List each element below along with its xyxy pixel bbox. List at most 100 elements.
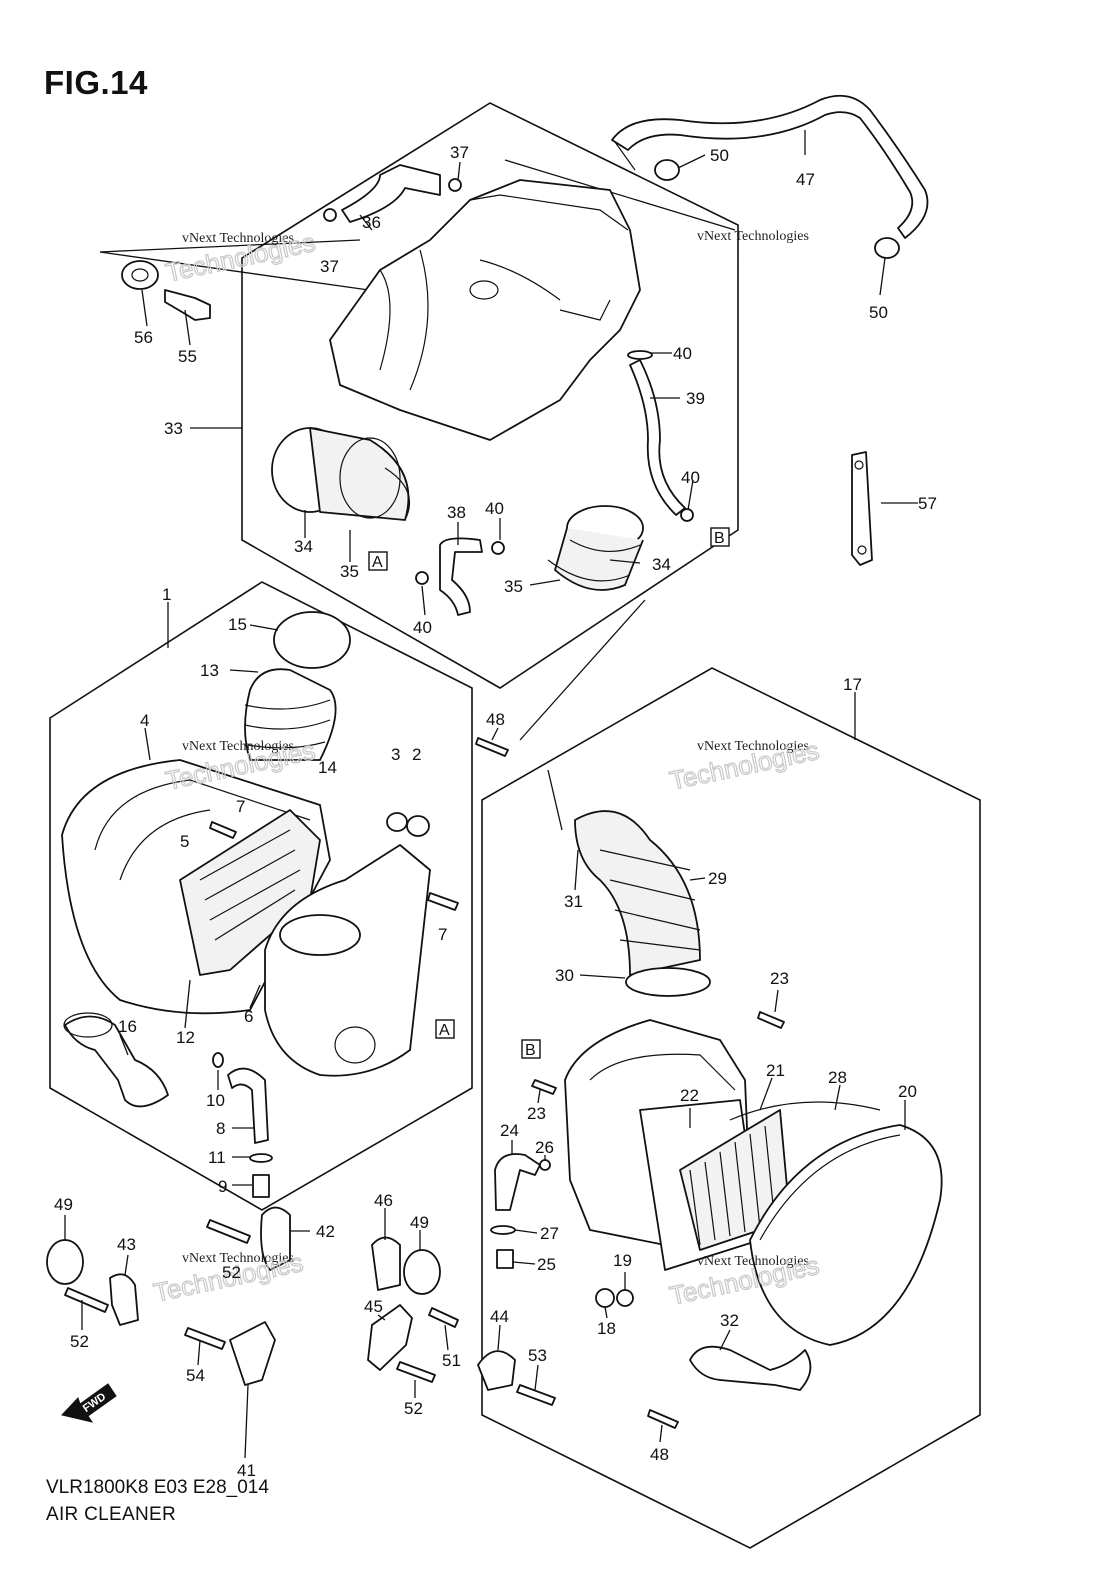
callout-3: 3: [391, 745, 400, 764]
callout-39: 39: [686, 389, 705, 408]
bracket-41: [229, 1321, 276, 1386]
svg-text:A: A: [372, 554, 383, 571]
bolt-48: [475, 737, 509, 757]
connector-line: [519, 599, 646, 741]
bolt-52: [64, 1287, 109, 1313]
clamp-50: [874, 237, 900, 259]
intake-boot-34-left: [271, 427, 411, 521]
callout-numbers: 1 2 3 4 5 6 7 7 8 9 10 11 12 13 14 15 16…: [54, 143, 937, 1480]
callout-19: 19: [613, 1251, 632, 1270]
callout-26: 26: [535, 1138, 554, 1157]
hose-39: [629, 359, 686, 516]
callout-55: 55: [178, 347, 197, 366]
air-cleaner-case: [264, 844, 431, 1077]
grommet-3: [386, 812, 408, 832]
air-box-housing: [329, 179, 641, 441]
connector-line: [547, 769, 563, 831]
callout-14: 14: [318, 758, 337, 777]
section-name: AIR CLEANER: [46, 1504, 177, 1525]
callout-28: 28: [828, 1068, 847, 1087]
seal-30: [625, 967, 711, 997]
callout-52: 52: [70, 1332, 89, 1351]
callout-32: 32: [720, 1311, 739, 1330]
callout-37: 37: [450, 143, 469, 162]
callout-6: 6: [244, 1007, 253, 1026]
clip-40: [415, 571, 429, 585]
grommet-19: [616, 1289, 634, 1307]
callout-35: 35: [340, 562, 359, 581]
callout-15: 15: [228, 615, 247, 634]
callout-54: 54: [186, 1366, 205, 1385]
callout-23: 23: [770, 969, 789, 988]
callout-38: 38: [447, 503, 466, 522]
svg-text:vNext Technologies: vNext Technologies: [182, 1251, 294, 1266]
svg-text:B: B: [525, 1042, 536, 1059]
clip-40: [627, 350, 653, 360]
bolt-52: [396, 1361, 436, 1383]
clip-10: [212, 1052, 224, 1068]
ref-letter-A: A: [368, 551, 388, 571]
callout-31: 31: [564, 892, 583, 911]
callout-40: 40: [681, 468, 700, 487]
callout-51: 51: [442, 1351, 461, 1370]
callout-40: 40: [485, 499, 504, 518]
connector-line: [504, 159, 736, 231]
cover-20: [749, 1124, 943, 1346]
callout-50: 50: [710, 146, 729, 165]
bracket-57: [851, 451, 873, 566]
forward-arrow-icon: FWD: [61, 1383, 117, 1423]
callout-22: 22: [680, 1086, 699, 1105]
intake-boot-34-right: [547, 505, 644, 591]
callout-13: 13: [200, 661, 219, 680]
svg-text:vNext Technologies: vNext Technologies: [697, 739, 809, 754]
hose-47: [611, 94, 929, 239]
clip-40: [680, 508, 694, 522]
callout-24: 24: [500, 1121, 519, 1140]
svg-text:B: B: [714, 530, 725, 547]
clamp-37: [448, 178, 462, 192]
callout-43: 43: [117, 1235, 136, 1254]
callout-17: 17: [843, 675, 862, 694]
screw-23: [531, 1079, 557, 1095]
callout-9: 9: [218, 1177, 227, 1196]
bolt-54: [184, 1327, 226, 1350]
fitting-55: [164, 289, 211, 321]
hose-8: [227, 1067, 269, 1144]
clamp-37: [323, 208, 337, 222]
callout-47: 47: [796, 170, 815, 189]
seal-28: [729, 1101, 881, 1121]
grommet-18: [595, 1288, 615, 1308]
callout-35: 35: [504, 577, 523, 596]
group-outline-air-box: [241, 102, 739, 689]
callout-4: 4: [140, 711, 149, 730]
duct-29: [574, 810, 701, 976]
callout-40: 40: [673, 344, 692, 363]
grommet-56: [121, 260, 159, 290]
callout-8: 8: [216, 1119, 225, 1138]
callout-7: 7: [438, 925, 447, 944]
callout-10: 10: [206, 1091, 225, 1110]
callout-2: 2: [412, 745, 421, 764]
callout-29: 29: [708, 869, 727, 888]
callout-45: 45: [364, 1297, 383, 1316]
callout-27: 27: [540, 1224, 559, 1243]
callout-16: 16: [118, 1017, 137, 1036]
screw-7: [209, 821, 237, 839]
bracket-43: [109, 1273, 139, 1326]
screw-7: [427, 892, 459, 911]
callout-18: 18: [597, 1319, 616, 1338]
bracket-45: [367, 1304, 413, 1371]
svg-text:vNext Technologies: vNext Technologies: [182, 739, 294, 754]
callout-41: 41: [237, 1461, 256, 1480]
callout-57: 57: [918, 494, 937, 513]
callout-52: 52: [404, 1399, 423, 1418]
callout-48: 48: [650, 1445, 669, 1464]
elbow-16: [64, 1015, 169, 1108]
ref-letter-B: B: [710, 527, 730, 547]
callout-48: 48: [486, 710, 505, 729]
callout-12: 12: [176, 1028, 195, 1047]
callout-49: 49: [54, 1195, 73, 1214]
callout-37: 37: [320, 257, 339, 276]
clip-27: [490, 1225, 516, 1235]
